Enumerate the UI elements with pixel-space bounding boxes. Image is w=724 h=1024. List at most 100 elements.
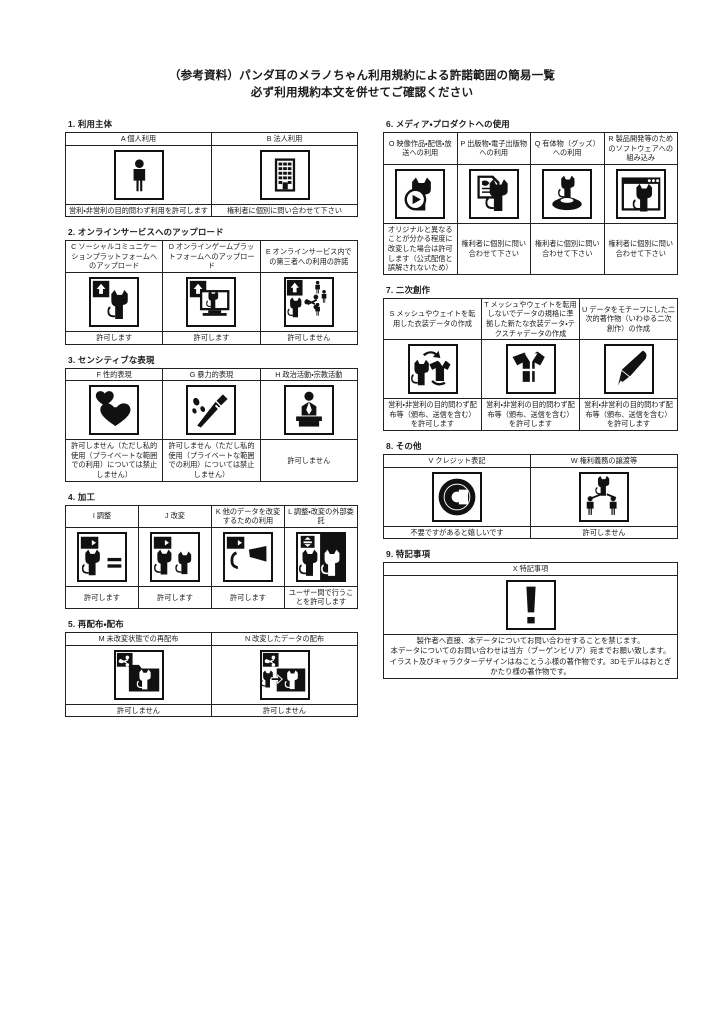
cat-figure-icon [542, 168, 593, 219]
section-heading: 4. 加工 [68, 491, 96, 502]
copyright-icon [432, 471, 482, 522]
special-notes: 製作者へ直接、本データについてお問い合わせすることを禁じます。本データについての… [383, 633, 678, 680]
column-header: E オンラインサービス内での第三者への利用の許諾 [259, 240, 359, 273]
column-header: N 改変したデータの配布 [211, 631, 358, 646]
column-header: L 調整・改変の外部委託 [284, 504, 358, 528]
column-note: 許可しません（ただし私的使用（プライベートな範囲での利用）については禁止しません… [162, 439, 261, 482]
section-block: 9. 特記事項 X 特記事項 製作者へ直接、本データについてお問い合わせすることを… [383, 548, 678, 680]
clothes-new-icon [505, 344, 556, 395]
column-header: O 映像作品・配信・放送への利用 [383, 132, 458, 165]
permission-table: X 特記事項 製作者へ直接、本データについてお問い合わせすることを禁じます。本デ… [383, 562, 678, 680]
table-icon-row [383, 339, 678, 400]
share-folder-modified-cat-icon [259, 649, 310, 700]
column-icon-cell [284, 526, 358, 587]
table-icon-row [64, 380, 359, 441]
column-note: 営利・非営利の目的問わず配布等（頒布、送信を含む）を許可します [579, 398, 678, 431]
table-header-row: X 特記事項 [383, 562, 678, 576]
column-note: 許可しません [211, 703, 358, 718]
column-icon-cell [383, 574, 678, 635]
column-header: Q 有体物（グッズ）への利用 [530, 132, 605, 165]
document-title: （参考資料）パンダ耳のメラノちゃん利用規約による許諾範囲の簡易一覧 必ず利用規約… [0, 68, 724, 102]
section-heading: 5. 再配布・配布 [68, 618, 124, 629]
column-icon-cell [530, 163, 605, 224]
column-header: J 改変 [138, 504, 212, 528]
column-note: 権利者に個別に問い合わせて下さい [456, 222, 531, 275]
column-icon-cell [211, 144, 358, 205]
table-note-row: 許可します許可します許可しますユーザー間で行うことを許可します [65, 585, 358, 609]
column-icon-cell [259, 380, 359, 441]
column-header: B 法人利用 [211, 132, 358, 146]
special-note-line: イラスト及びキャラクターデザインはねことうふ様の著作物です。3Dモデルはおとぎか… [389, 656, 672, 676]
column-note: 権利者に個別に問い合わせて下さい [603, 222, 678, 275]
column-header: S メッシュやウェイトを転用した衣装データの作成 [383, 297, 482, 341]
column-header: D オンラインゲームプラットフォームへのアップロード [162, 240, 261, 273]
table-note-row: 不要ですがあると嬉しいです許可しません [383, 525, 678, 540]
upload-cat-monitor-icon [186, 276, 237, 327]
upload-share-people-icon [283, 276, 334, 327]
section-heading: 1. 利用主体 [68, 119, 113, 129]
column-icon-cell [481, 339, 580, 400]
column-note: 許可しません [259, 330, 359, 345]
table-icon-row [383, 574, 678, 635]
column-icon-cell [65, 526, 139, 587]
column-note: ユーザー間で行うことを許可します [284, 585, 358, 609]
column-icon-cell [259, 271, 359, 332]
cat-window-icon [615, 168, 666, 219]
column-note: 許可しません [65, 703, 212, 718]
column-header: I 調整 [65, 504, 139, 528]
column-note: 許可しません（ただし私的使用（プライベートな範囲での利用）については禁止しません… [64, 439, 164, 482]
column-icon-cell [211, 526, 285, 587]
column-note: 営利・非営利の目的問わず配布等（頒布、送信を含む）を許可します [481, 398, 580, 431]
column-icon-cell [162, 380, 261, 441]
table-note-row: 許可します許可します許可しません [64, 330, 359, 345]
column-header: G 暴力的表現 [162, 367, 261, 382]
cat-outsourcing-icon [296, 531, 346, 582]
column-icon-cell [65, 144, 212, 205]
column-icon-cell [65, 644, 212, 705]
column-note: 許可します [64, 330, 164, 345]
column-header: X 特記事項 [383, 562, 678, 576]
column-icon-cell [64, 271, 164, 332]
column-header: V クレジット表記 [383, 453, 531, 468]
special-note-line: 製作者へ直接、本データについてお問い合わせすることを禁じます。 [416, 635, 645, 645]
arrow-cat-part-icon [223, 531, 273, 582]
footnote-row: 製作者へ直接、本データについてお問い合わせすることを禁じます。本データについての… [383, 633, 678, 680]
section-heading: 9. 特記事項 [386, 549, 431, 560]
upload-cat-icon [89, 276, 140, 327]
column-note: 許可します [211, 585, 285, 609]
table-icon-row [65, 644, 358, 705]
table-icon-row [65, 144, 358, 205]
arrow-cat-equals-icon [77, 531, 127, 582]
column-header: P 出版物・電子出版物への利用 [456, 132, 531, 165]
column-note: 権利者に個別に問い合わせて下さい [211, 203, 358, 218]
column-icon-cell [138, 526, 212, 587]
table-icon-row [64, 271, 359, 332]
column-note: 許可します [65, 585, 139, 609]
column-note: オリジナルと異なることが分かる程度に改変した場合は許可します（公式配信と誤解され… [383, 222, 458, 275]
table-note-row: 許可しません許可しません [65, 703, 358, 718]
column-header: A 個人利用 [65, 132, 212, 146]
column-header: W 権利義務の譲渡等 [530, 453, 678, 468]
column-note: 営利・非営利の目的問わず利用を許可します [65, 203, 212, 218]
column-header: U データをモチーフにした二次的著作物（いわゆる二次創作）の作成 [579, 297, 678, 341]
section-heading: 7. 二次創作 [386, 284, 431, 295]
column-icon-cell [211, 644, 358, 705]
section-heading: 6. メディア・プロダクトへの使用 [386, 119, 510, 129]
column-note: 許可しません [259, 439, 359, 482]
title-line-1: （参考資料）パンダ耳のメラノちゃん利用規約による許諾範囲の簡易一覧 [168, 70, 556, 82]
table-icon-row [383, 466, 678, 527]
